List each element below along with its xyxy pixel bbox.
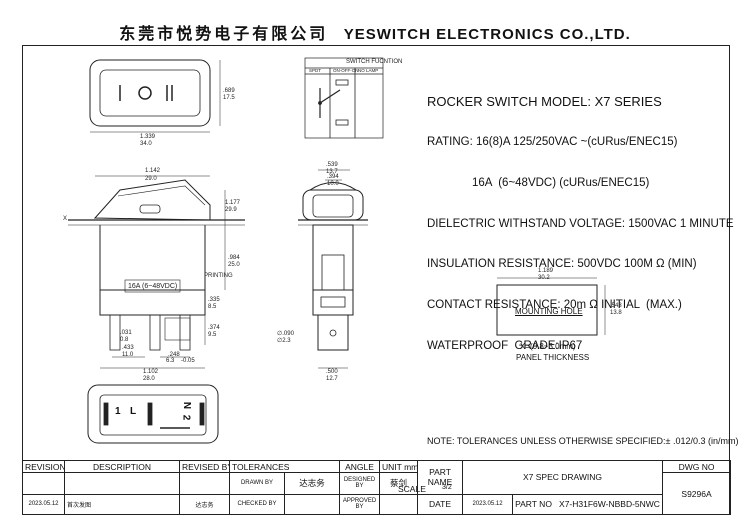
tb-scale-value: 3/2 [442,484,452,491]
tb-part-name-label: PART NAME [417,460,464,495]
dim-248-mm: 6.3 [166,358,175,364]
panel-x: X=(0.8~3.0mm) [520,342,576,351]
dim-depth: .984 [228,255,240,261]
tb-rev-date: 2023.05.12 [22,493,65,516]
tb-date-label: DATE [417,493,464,516]
terminal-label-1: 1 [115,406,121,417]
mounting-hole-label: MOUNTING HOLE [515,307,583,316]
dim-side-width-mm: 29.0 [145,176,157,182]
spec-block: ROCKER SWITCH MODEL: X7 SERIES RATING: 1… [427,68,734,367]
dim-090: ∅.090 [277,331,294,337]
tb-checked-by: CHECKED BY [229,493,285,516]
hole-width: 1.189 [538,268,554,274]
company-name-en: YESWITCH ELECTRONICS CO.,LTD. [343,26,631,43]
spec-waterproof: WATERPROOF GRADE:IP67 [427,339,583,352]
dim-top-width: 1.339 [140,134,156,140]
tb-scale-label: SCALE [398,484,426,494]
panel-thickness: PANEL THICKNESS [516,353,590,362]
sf-col-1: SPDT [309,68,322,73]
dim-031-mm: 0.8 [120,337,129,343]
bottom-view [87,384,219,444]
tb-part-no: PART NO X7-H31F6W-NBBD-5NWC [512,493,664,516]
spec-rating-1: RATING: 16(8)A 125/250VAC ~(cURus/ENEC15… [427,135,678,148]
tb-date: 2023.05.12 [462,493,514,516]
tb-revision: REVISION [22,459,65,474]
tb-rev-desc: 首次发图 [64,493,180,516]
tb-part-name: X7 SPEC DRAWING [462,460,664,495]
sf-col-2: ON-OFF-ON [333,68,359,73]
dim-394: .394 [327,174,339,180]
dim-side-r: 1.177 [225,200,241,206]
dim-500-mm: 12.7 [326,376,338,382]
company-header: 东莞市悦势电子有限公司 YESWITCH ELECTRONICS CO.,LTD… [0,20,750,44]
spec-insulation: INSULATION RESISTANCE: 500VDC 100M Ω (MI… [427,258,697,271]
dim-433-mm: 11.0 [122,352,134,358]
spec-dielectric: DIELECTRIC WITHSTAND VOLTAGE: 1500VAC 1 … [427,217,734,230]
spec-contact: CONTACT RESISTANCE: 20m Ω INITIAL (MAX.) [427,299,682,312]
dim-term: .335 [208,297,220,303]
top-view [89,59,221,133]
hole-height: .543 [610,303,622,309]
tb-designed-by: DESIGNED BY [339,472,381,495]
tb-description: DESCRIPTION [64,459,180,474]
dim-090-mm: ∅2.3 [277,338,291,344]
dim-539: .539 [326,162,338,168]
printing-label: PRINTING [204,273,233,279]
tb-approved-by: APPROVED BY [339,493,381,516]
side-view [68,175,245,369]
dim-394-mm: 10.0 [327,181,339,187]
switch-function-schematic [304,57,384,139]
tb-drawn-sig: 达志务 [283,472,341,495]
dim-top-width-mm: 34.0 [140,141,152,147]
dim-374: .374 [208,325,220,331]
terminal-label-2: 2 [180,414,192,421]
dim-x: X [63,216,68,222]
tb-dwg-no-label: DWG NO [662,459,732,474]
dim-side-width: 1.142 [145,168,161,174]
dim-539-mm: 13.7 [326,169,338,175]
front-view [298,169,368,369]
tb-drawn-by: DRAWN BY [229,472,285,495]
spec-rating-2: 16A (6~48VDC) (cURus/ENEC15) [472,176,650,189]
dim-433: .433 [122,345,134,351]
tb-revised-by: REVISED BY [179,459,230,474]
dim-top-height: .689 [223,88,235,94]
tb-rev-by: 达志务 [179,493,230,516]
dim-031: .031 [120,330,132,336]
dim-500: .500 [326,369,338,375]
tb-part-no-value: X7-H31F6W-NBBD-5NWC [559,499,660,510]
dim-depth-mm: 25.0 [228,262,240,268]
title-block: REVISION DESCRIPTION REVISED BY TOLERANC… [22,459,732,516]
terminal-label-n: N [181,401,193,410]
dim-374-mm: 9.5 [208,332,217,338]
hole-width-mm: 30.2 [538,275,550,281]
tb-unit-label: UNIT [382,461,402,472]
tb-part-no-label: PART NO [515,499,552,510]
dim-248: .248 [168,352,180,358]
dim-248-tol: -0.05 [181,358,195,364]
tb-tolerances: TOLERANCES [228,459,341,474]
sf-col-3: NO LAMP [358,68,379,73]
company-name-cn: 东莞市悦势电子有限公司 [119,24,329,43]
tb-unit: UNIT mm [379,459,419,474]
tb-dwg-no: S9296A [662,472,732,515]
dim-bottom-width-mm: 28.0 [143,376,155,382]
mounting-hole-view [496,277,606,336]
dim-bottom-width: 1.102 [143,369,159,375]
dim-term-mm: 8.5 [208,304,217,310]
terminal-label-l: L [130,406,137,417]
spec-title: ROCKER SWITCH MODEL: X7 SERIES [427,94,662,110]
dim-side-r2: 29.9 [225,207,237,213]
tb-angle: ANGLE [339,459,381,474]
hole-height-mm: 13.8 [610,310,622,316]
tolerance-note: NOTE: TOLERANCES UNLESS OTHERWISE SPECIF… [427,436,739,446]
dim-top-height-mm: 17.5 [223,95,235,101]
switch-function-label: SWITCH FUCNTION [346,59,403,65]
drawing-frame [22,45,730,515]
tb-unit-value: mm [404,461,418,472]
rating-label-box: 16A (6~48VDC) [128,283,178,290]
